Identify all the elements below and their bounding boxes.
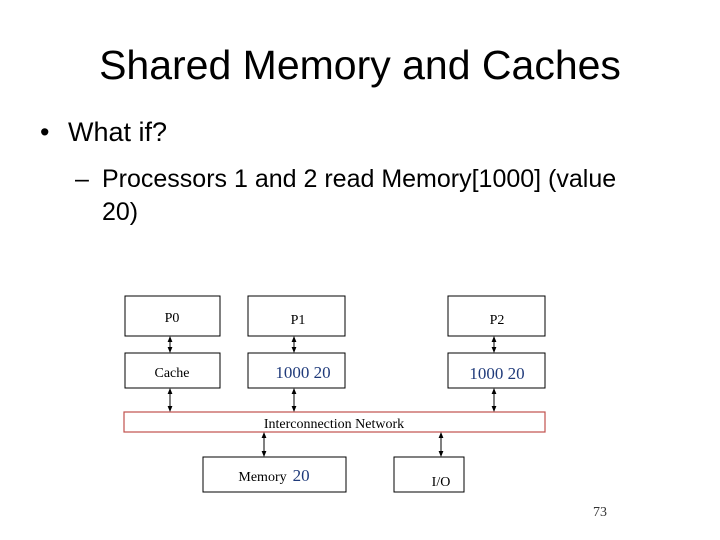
cache1-value: 1000 20 [275, 363, 330, 382]
cache2-box: 1000 20 [447, 352, 546, 389]
p0-label: P0 [165, 311, 180, 326]
sub-bullet-item: –Processors 1 and 2 read Memory[1000] (v… [75, 163, 695, 229]
memory-label: Memory [238, 470, 286, 485]
cache0-label: Cache [155, 366, 190, 381]
sub-bullet-line-2: 20) [102, 198, 139, 226]
p2-label: P2 [490, 313, 505, 328]
bullet-icon: • [40, 117, 50, 147]
io-label: I/O [432, 475, 451, 490]
network-label: Interconnection Network [264, 417, 404, 432]
page-number: 73 [593, 505, 607, 520]
dash-icon: – [75, 165, 89, 193]
processor-p2-box: P2 [447, 295, 546, 337]
bullet-item: • What if? [40, 117, 167, 148]
io-box: I/O [393, 456, 465, 493]
p1-label: P1 [291, 313, 306, 328]
bullet-text: What if? [68, 117, 168, 147]
memory-box: Memory 20 [202, 456, 347, 493]
cache2-value: 1000 20 [469, 364, 524, 383]
memory-value: 20 [293, 466, 310, 485]
slide-title: Shared Memory and Caches [99, 42, 621, 88]
cache0-box: Cache [124, 352, 221, 389]
interconnection-network: Interconnection Network [123, 411, 546, 433]
cache1-box: 1000 20 [247, 352, 346, 389]
memory-text: Memory 20 [238, 466, 309, 485]
processor-p0-box: P0 [124, 295, 221, 337]
processor-p1-box: P1 [247, 295, 346, 337]
sub-bullet-line-1: Processors 1 and 2 read Memory[1000] (va… [102, 165, 617, 193]
